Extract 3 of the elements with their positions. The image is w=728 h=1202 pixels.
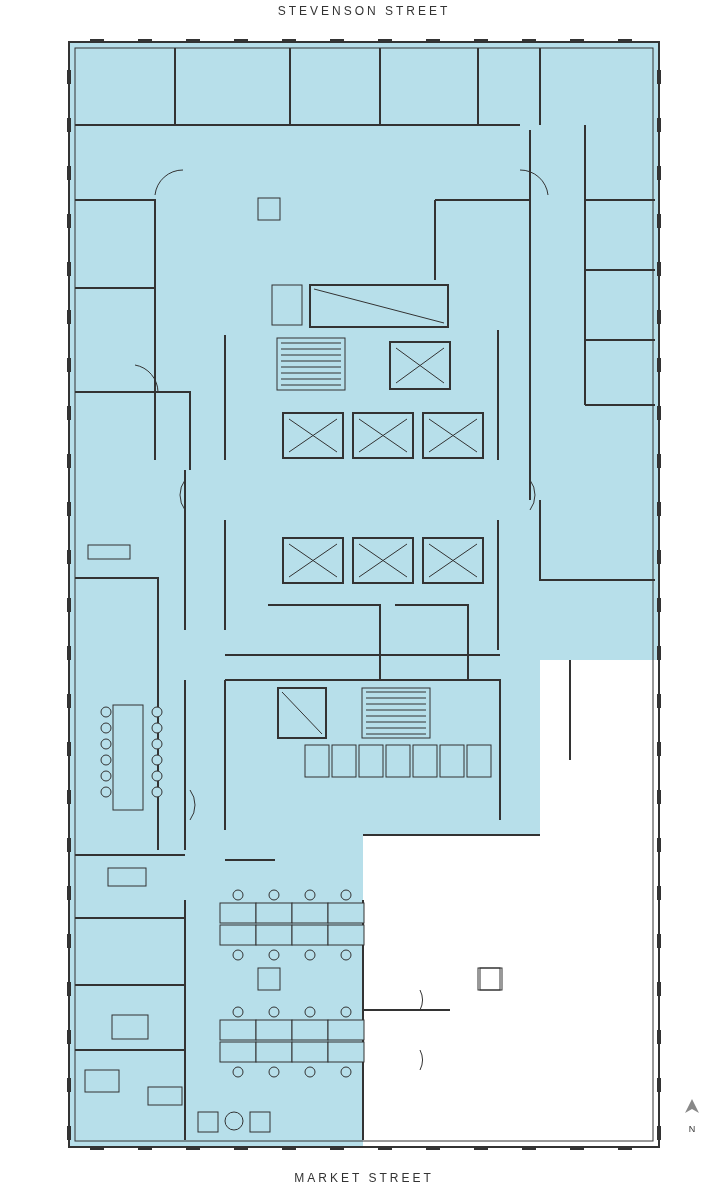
north-label: N	[688, 1125, 696, 1134]
street-label: MARKET STREET	[294, 1172, 434, 1184]
street-label: STEVENSON STREET	[277, 5, 451, 17]
